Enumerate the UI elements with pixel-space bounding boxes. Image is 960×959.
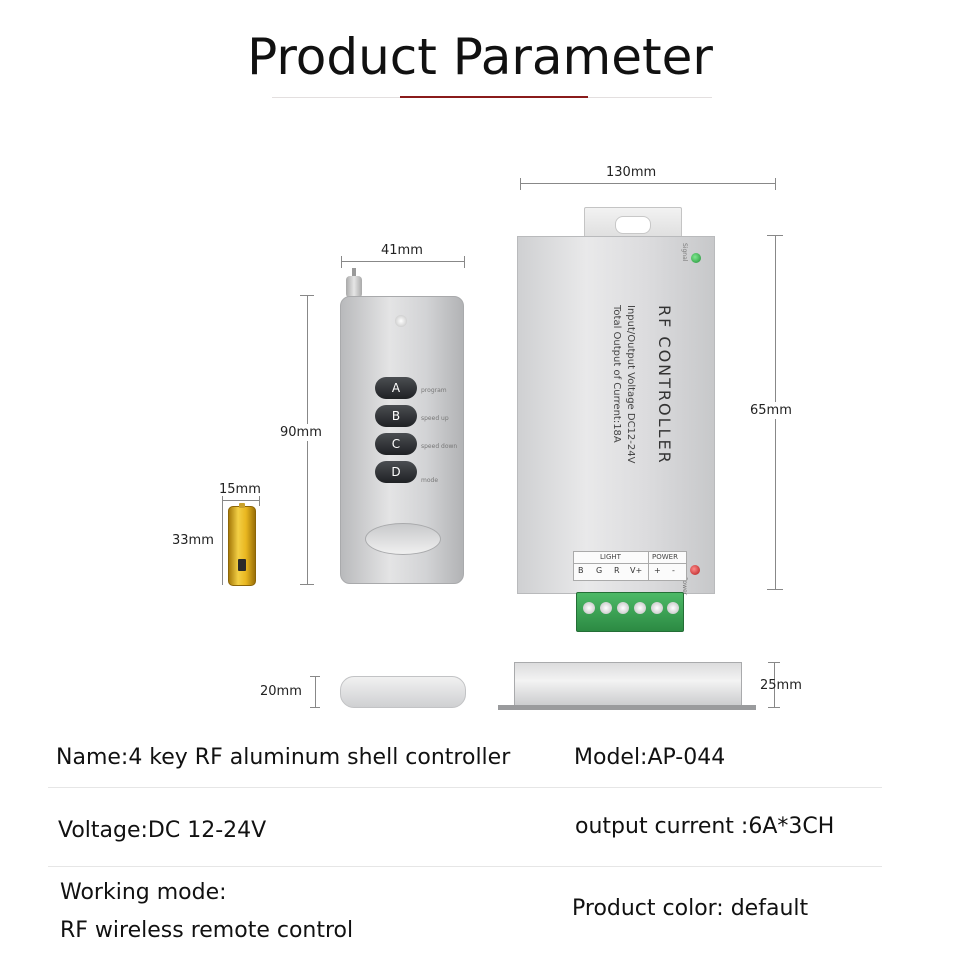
terminal-block: [576, 592, 684, 632]
battery-height-line: [222, 505, 223, 585]
controller-body: Signal Power RF CONTROLLER Input/Output …: [517, 236, 715, 595]
remote-height-label: 90mm: [280, 424, 322, 441]
dim-tick: [341, 256, 342, 268]
spec-voltage-label: Input/Output Voltage DC12-24V: [625, 305, 636, 464]
antenna-base: [346, 276, 362, 298]
battery-width-label: 15mm: [219, 482, 261, 497]
battery-terminal: [239, 503, 245, 508]
dim-tick: [222, 496, 223, 506]
dim-tick: [300, 584, 314, 585]
signal-led: [691, 253, 701, 263]
terminal-power-label: POWER: [652, 553, 678, 561]
remote-button-a[interactable]: A: [375, 377, 417, 399]
dim-tick: [259, 496, 260, 506]
remote-width-label: 41mm: [381, 243, 423, 258]
mounting-hole: [615, 216, 651, 234]
dim-tick: [768, 707, 780, 708]
param-name: Name:4 key RF aluminum shell controller: [56, 745, 511, 770]
remote-depth-label: 20mm: [260, 684, 302, 699]
terminal-screw: [667, 602, 679, 614]
controller-depth-label: 25mm: [760, 678, 802, 693]
remote-button-d[interactable]: D: [375, 461, 417, 483]
spec-current-label: Total Output of Current:18A: [611, 305, 622, 443]
terminal-vplus: V+: [630, 566, 643, 575]
dim-tick: [768, 662, 780, 663]
signal-label: Signal: [681, 243, 688, 262]
controller-side-base: [498, 705, 756, 710]
remote-depth-line: [315, 676, 316, 708]
remote-button-b[interactable]: B: [375, 405, 417, 427]
battery: [228, 503, 256, 586]
controller-width-label: 130mm: [606, 165, 657, 180]
remote-led: [395, 315, 407, 327]
button-c-label: speed down: [421, 443, 458, 450]
terminal-b: B: [578, 566, 584, 575]
controller-height-label: 65mm: [750, 402, 792, 419]
terminal-legend: LIGHT POWER B G R V+ + -: [573, 551, 687, 581]
remote-grip: [365, 523, 441, 555]
battery-label-mark: [238, 559, 246, 571]
battery-height-label: 33mm: [172, 533, 214, 548]
button-b-label: speed up: [421, 415, 449, 422]
remote-side-view: [340, 676, 466, 708]
dim-tick: [767, 589, 783, 590]
terminal-r: R: [614, 566, 620, 575]
dim-tick: [310, 707, 320, 708]
terminal-g: G: [596, 566, 603, 575]
power-led: [690, 565, 700, 575]
button-a-label: program: [421, 387, 447, 394]
param-working-mode-title: Working mode:: [60, 880, 227, 905]
param-working-mode-value: RF wireless remote control: [60, 918, 354, 943]
dim-tick: [310, 676, 320, 677]
terminal-screw: [617, 602, 629, 614]
dim-tick: [520, 178, 521, 190]
terminal-screw: [651, 602, 663, 614]
param-product-color: Product color: default: [572, 896, 809, 921]
terminal-screw: [634, 602, 646, 614]
controller-depth-line: [774, 662, 775, 708]
dim-tick: [767, 235, 783, 236]
terminal-light-label: LIGHT: [600, 553, 621, 561]
page-title: Product Parameter: [247, 28, 713, 86]
terminal-screw: [583, 602, 595, 614]
remote-button-c[interactable]: C: [375, 433, 417, 455]
terminal-plus: +: [654, 566, 661, 575]
dim-tick: [775, 178, 776, 190]
controller-width-line: [520, 183, 776, 184]
param-model: Model:AP-044: [574, 745, 726, 770]
controller-side-view: [514, 662, 742, 708]
param-output-current: output current :6A*3CH: [575, 814, 835, 839]
param-voltage: Voltage:DC 12-24V: [58, 818, 267, 843]
title-accent-bar: [400, 96, 588, 98]
remote-width-line: [341, 261, 465, 262]
battery-width-line: [222, 500, 260, 501]
dim-tick: [464, 256, 465, 268]
row-divider: [48, 787, 882, 788]
remote-body: A B C D program speed up speed down mode: [340, 296, 464, 584]
row-divider: [48, 866, 882, 867]
rf-controller-label: RF CONTROLLER: [655, 305, 674, 465]
terminal-screw: [600, 602, 612, 614]
dim-tick: [300, 295, 314, 296]
terminal-minus: -: [672, 566, 675, 575]
button-d-label: mode: [421, 477, 439, 484]
